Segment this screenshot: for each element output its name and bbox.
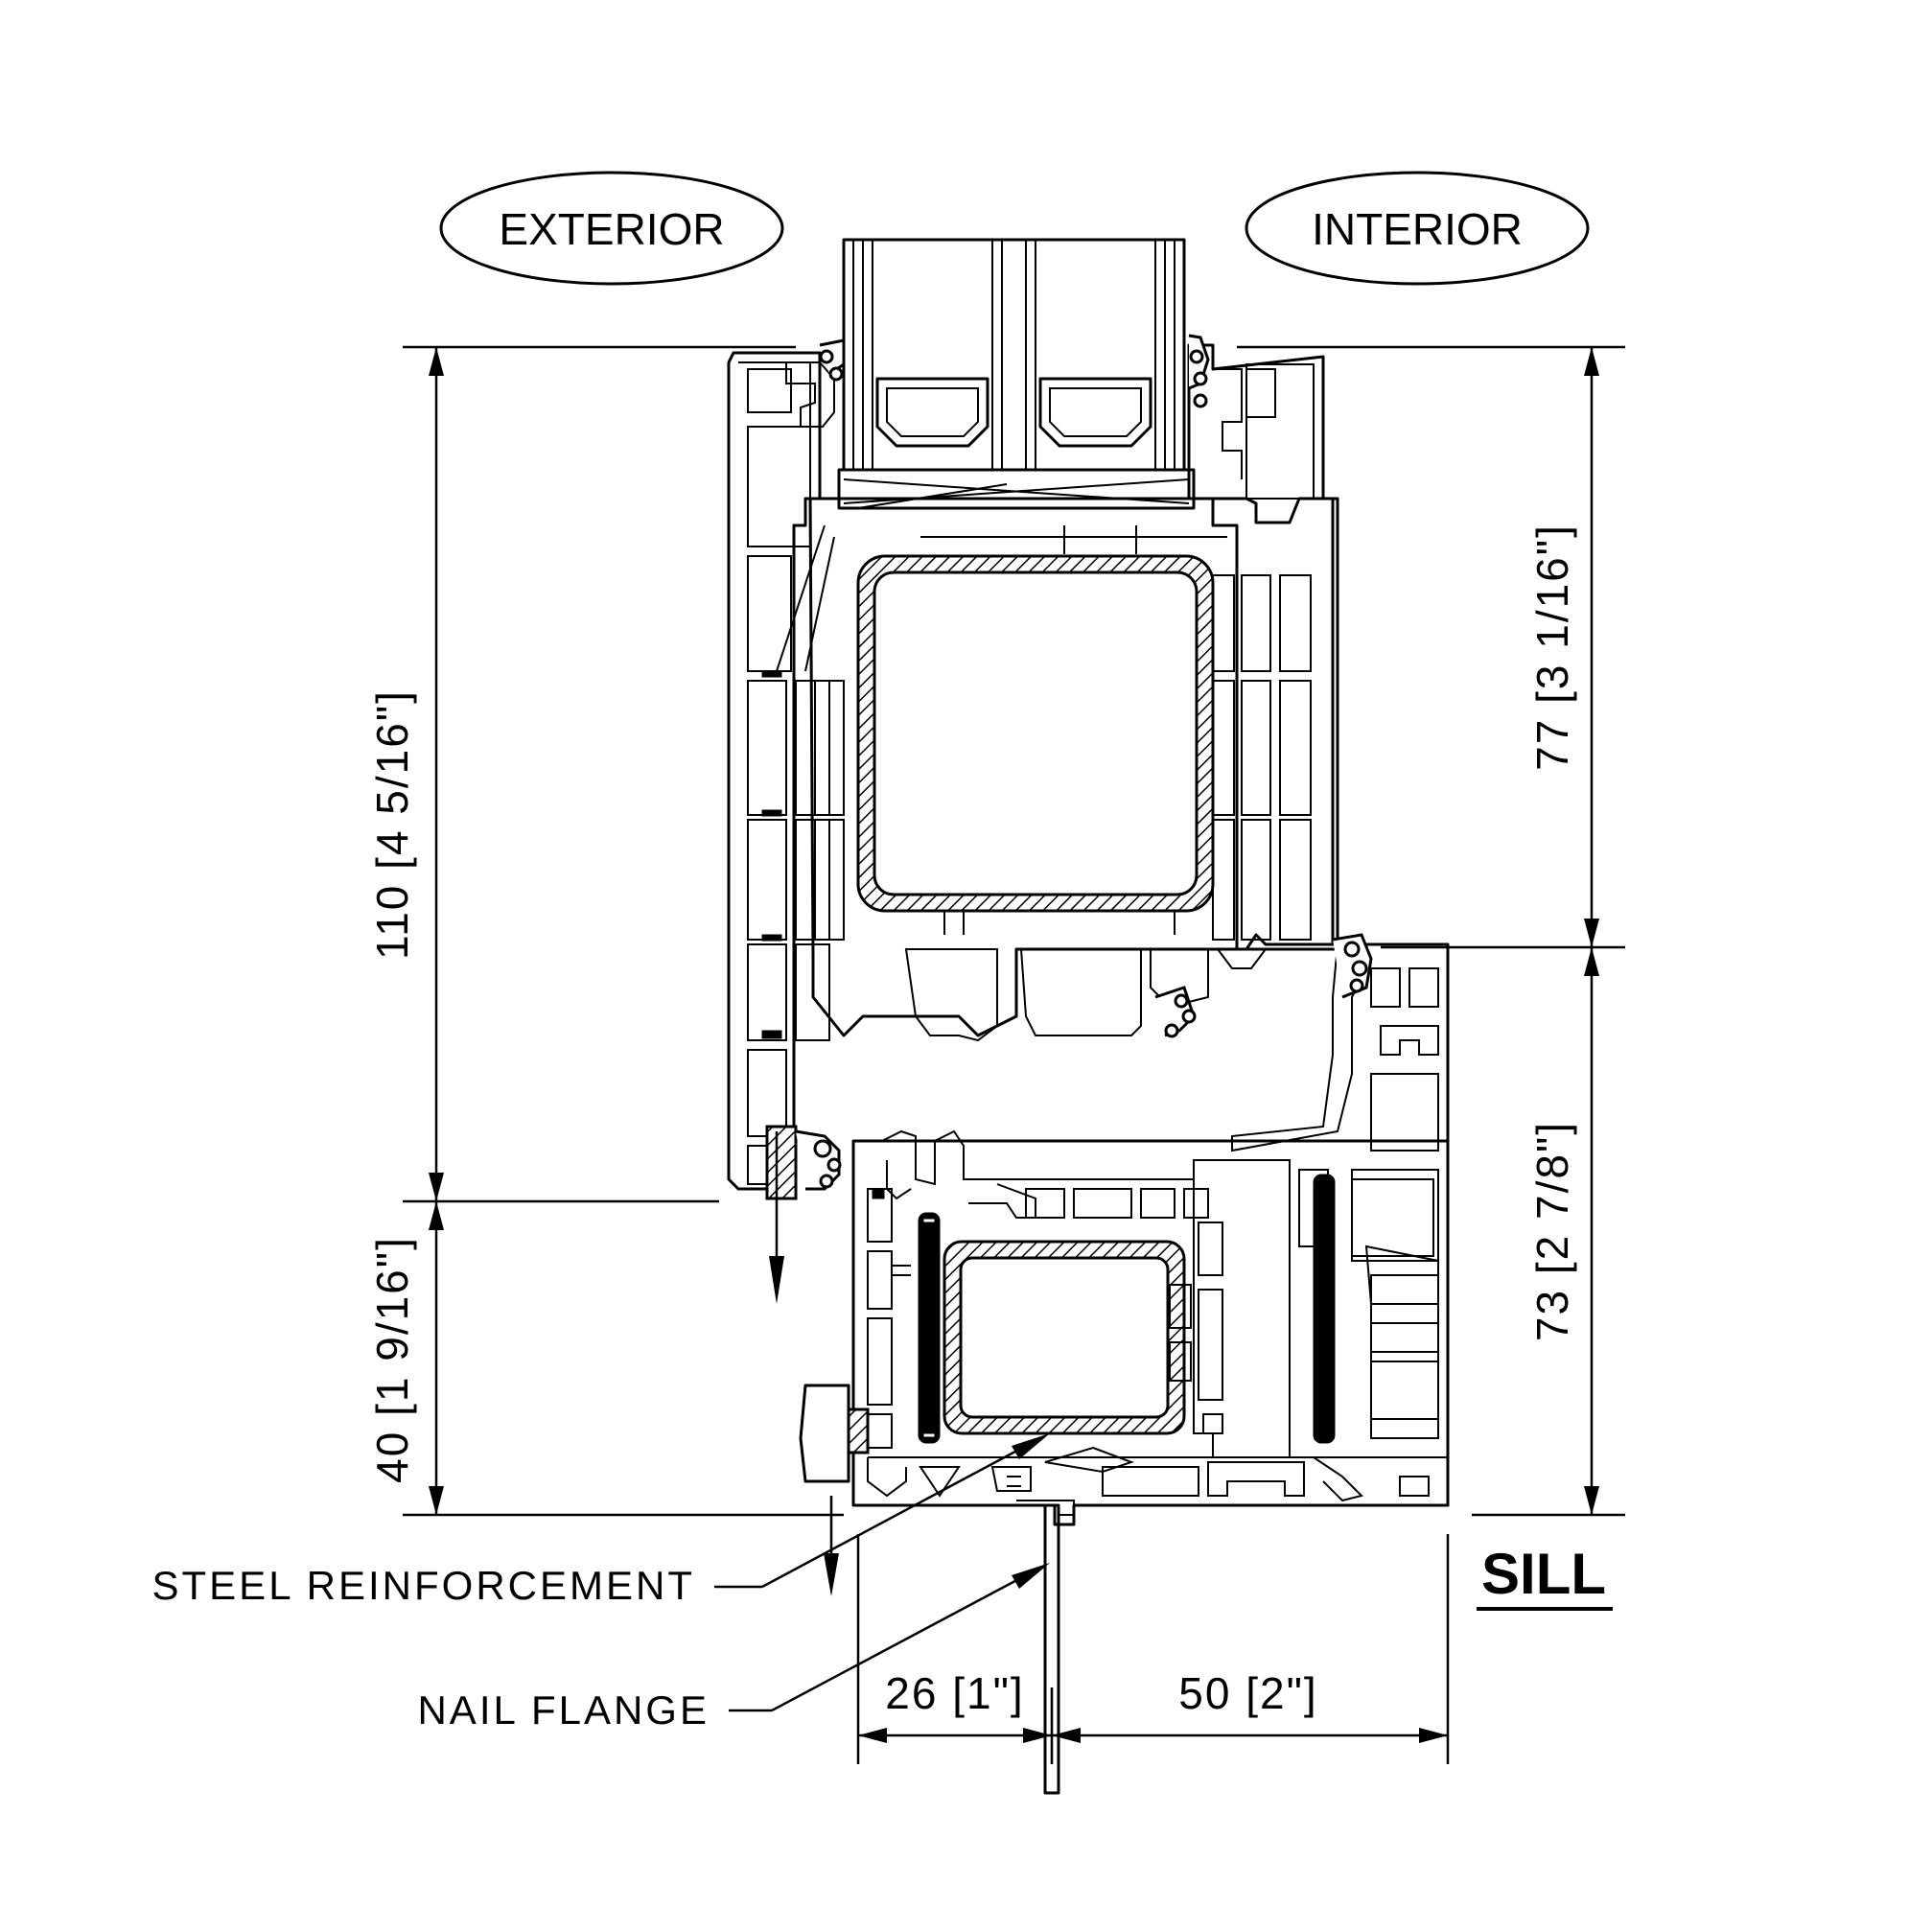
sash-profile	[808, 497, 1335, 1042]
nail-flange-callout: NAIL FLANGE	[417, 1563, 1050, 1733]
dim-bottom-left: 26 [1"]	[885, 1668, 1024, 1718]
sill-profile	[799, 1129, 1450, 1526]
drawing-title: SILL	[1477, 1542, 1613, 1611]
exterior-ellipse	[439, 171, 784, 286]
dimension-lines	[403, 345, 1625, 1764]
dim-bottom-right: 50 [2"]	[1178, 1668, 1317, 1718]
nail-flange	[1016, 1500, 1075, 1795]
dim-right-upper: 77 [3 1/16"]	[1527, 523, 1577, 771]
exterior-label: EXTERIOR	[499, 204, 724, 254]
drain-arrow	[769, 1131, 839, 1596]
dim-right-lower: 73 [2 7/8"]	[1527, 1121, 1577, 1341]
glass-unit	[837, 238, 1196, 510]
interior-label-group: INTERIOR	[1245, 171, 1590, 286]
nail-flange-label: NAIL FLANGE	[417, 1687, 710, 1733]
frame-profile	[727, 338, 846, 1191]
exterior-label-group: EXTERIOR	[439, 171, 784, 286]
dim-left-upper: 110 [4 5/16"]	[367, 689, 417, 960]
drainage-lines	[761, 524, 835, 1039]
steel-reinforcement-label: STEEL REINFORCEMENT	[152, 1563, 696, 1608]
dim-left-lower: 40 [1 9/16"]	[367, 1236, 417, 1483]
interior-ellipse	[1245, 171, 1590, 286]
steel-reinforcement-callout: STEEL REINFORCEMENT	[152, 1433, 1050, 1608]
title-label: SILL	[1481, 1542, 1606, 1606]
interior-label: INTERIOR	[1312, 204, 1523, 254]
sill-gasket	[765, 1125, 842, 1200]
